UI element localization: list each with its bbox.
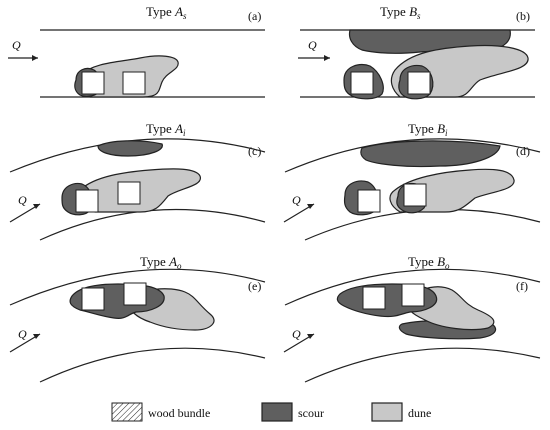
legend-scour-swatch xyxy=(261,402,293,422)
panel-c-title: Type Ai xyxy=(146,121,186,138)
panel-a-arrowhead xyxy=(32,55,38,61)
panel-c-scour-top xyxy=(97,140,163,157)
panel-a-title: Type As xyxy=(146,4,187,21)
panel-a: Type As (a) Q xyxy=(8,4,265,98)
legend: wood bundle scour dune xyxy=(111,402,431,422)
panel-e-arrowhead xyxy=(33,334,40,339)
panel-d-wood-bundle-1 xyxy=(357,189,381,213)
panel-e-flow-label: Q xyxy=(18,327,27,341)
panel-f-arrowhead xyxy=(307,334,314,339)
panel-f-label: (f) xyxy=(516,279,528,293)
panel-d-outer-bank xyxy=(284,138,541,173)
panel-d-scour-top xyxy=(360,140,501,168)
panel-e-outer-bank xyxy=(9,268,266,306)
panel-e: Type Ao (e) Q xyxy=(9,254,266,383)
panel-b-title: Type Bs xyxy=(380,4,421,21)
panel-d-label: (d) xyxy=(516,144,530,158)
panel-e-label: (e) xyxy=(248,279,261,293)
panel-b-arrowhead xyxy=(324,55,330,61)
panel-c-label: (c) xyxy=(248,144,261,158)
panel-e-wood-bundle-2 xyxy=(123,282,147,306)
panel-a-label: (a) xyxy=(248,9,261,23)
panel-c: Type Ai (c) Q xyxy=(9,121,266,241)
panel-d-title: Type Bi xyxy=(408,121,448,138)
panel-c-wood-bundle-2 xyxy=(117,181,141,205)
panel-d: Type Bi (d) Q xyxy=(283,121,541,241)
panel-e-inner-bank xyxy=(39,347,266,383)
panel-d-flow-label: Q xyxy=(292,193,301,207)
panel-f: Type Bo (f) Q xyxy=(283,254,541,383)
panel-a-wood-bundle-1 xyxy=(81,71,105,95)
panel-f-inner-bank xyxy=(304,347,541,383)
panel-f-wood-bundle-2 xyxy=(401,283,425,307)
panel-b-label: (b) xyxy=(516,9,530,23)
panel-c-outer-bank xyxy=(9,138,266,173)
panel-b-flow-label: Q xyxy=(308,38,317,52)
panel-c-arrowhead xyxy=(33,204,40,209)
panel-a-flow-label: Q xyxy=(12,38,21,52)
panel-c-flow-label: Q xyxy=(18,193,27,207)
panel-f-title: Type Bo xyxy=(408,254,450,271)
panel-e-wood-bundle-1 xyxy=(81,287,105,311)
panel-b: Type Bs (b) Q xyxy=(298,4,535,100)
panel-d-inner-bank xyxy=(304,208,541,241)
panel-f-outer-bank xyxy=(284,268,541,306)
panel-c-wood-bundle-1 xyxy=(75,189,99,213)
panel-d-arrowhead xyxy=(307,204,314,209)
panel-b-wood-bundle-1 xyxy=(350,71,374,95)
legend-wood-label: wood bundle xyxy=(148,406,210,420)
panel-d-wood-bundle-2 xyxy=(403,183,427,207)
panel-f-wood-bundle-1 xyxy=(362,286,386,310)
panel-b-wood-bundle-2 xyxy=(407,71,431,95)
panel-f-flow-label: Q xyxy=(292,327,301,341)
legend-dune-label: dune xyxy=(408,406,431,420)
legend-wood-swatch xyxy=(111,402,143,422)
panel-a-wood-bundle-2 xyxy=(122,71,146,95)
panel-e-title: Type Ao xyxy=(140,254,182,271)
legend-scour-label: scour xyxy=(298,406,324,420)
legend-dune-swatch xyxy=(371,402,403,422)
